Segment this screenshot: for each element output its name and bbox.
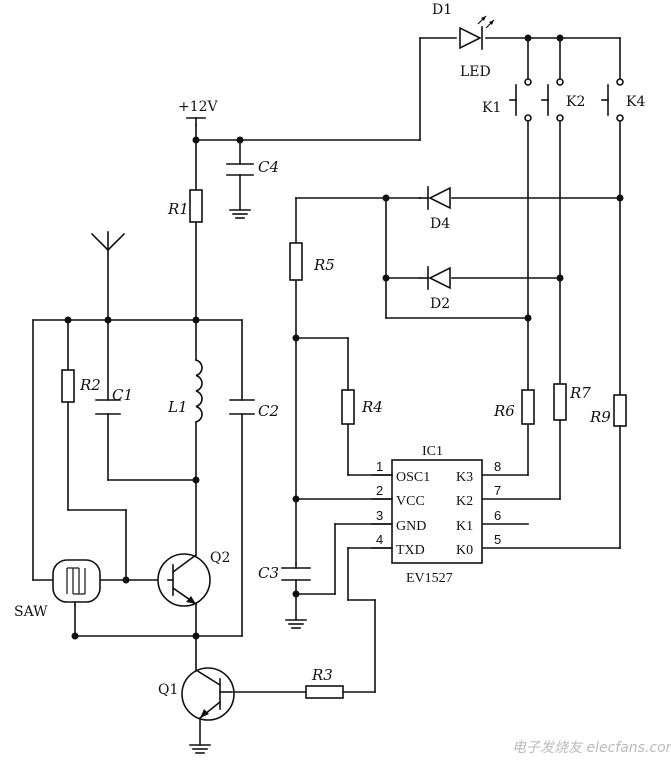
diode-d4 xyxy=(419,186,451,210)
label-c1: C1 xyxy=(112,386,133,404)
label-k1: K1 xyxy=(482,100,501,116)
resistor-r5 xyxy=(289,242,303,281)
capacitor-c2 xyxy=(229,399,255,415)
label-led: LED xyxy=(460,64,491,80)
resistor-r9 xyxy=(613,394,627,427)
label-r7: R7 xyxy=(569,384,591,402)
capacitor-c4 xyxy=(226,163,254,176)
pin-name-gnd: GND xyxy=(396,519,426,534)
antenna-symbol xyxy=(90,231,126,252)
label-q2: Q2 xyxy=(210,550,230,566)
led-d1 xyxy=(459,15,495,50)
label-r1: R1 xyxy=(167,200,189,218)
watermark: 电子发烧友 elecfans.com xyxy=(512,740,671,756)
pin-num-7: 7 xyxy=(494,483,501,498)
ic-name: IC1 xyxy=(422,444,443,459)
pin-num-3: 3 xyxy=(376,508,383,523)
label-r4: R4 xyxy=(361,398,383,416)
pin-name-k1: K1 xyxy=(456,519,473,534)
label-c3: C3 xyxy=(258,564,279,582)
resistor-r3 xyxy=(305,685,344,699)
ground-symbol-q1 xyxy=(189,744,211,754)
supply-label: +12V xyxy=(178,99,219,115)
pin-num-6: 6 xyxy=(494,508,501,523)
pin-num-5: 5 xyxy=(494,532,501,547)
inductor-l1 xyxy=(195,359,203,423)
pin-num-2: 2 xyxy=(376,483,383,498)
pin-num-8: 8 xyxy=(494,459,501,474)
label-r3: R3 xyxy=(311,666,333,684)
label-k4: K4 xyxy=(626,94,645,110)
ic-part: EV1527 xyxy=(406,571,453,586)
resistor-r4 xyxy=(341,389,355,425)
pin-name-k2: K2 xyxy=(456,494,473,509)
label-q1: Q1 xyxy=(158,682,178,698)
pin-name-k0: K0 xyxy=(456,543,473,558)
ground-symbol-c3 xyxy=(285,619,307,629)
diode-d2 xyxy=(419,266,451,290)
label-r6: R6 xyxy=(493,402,515,420)
labels: +12V D1 LED K1 K2 K4 C4 R1 R5 D4 D2 R2 C… xyxy=(14,2,671,756)
label-r5: R5 xyxy=(313,256,335,274)
label-d2: D2 xyxy=(430,296,450,312)
pin-name-txd: TXD xyxy=(396,543,425,558)
label-saw: SAW xyxy=(14,604,48,620)
pin-name-osc1: OSC1 xyxy=(396,470,430,485)
resistor-r7 xyxy=(553,383,567,421)
label-l1: L1 xyxy=(167,398,188,416)
label-k2: K2 xyxy=(566,94,585,110)
switch-k2 xyxy=(541,78,564,122)
label-d1: D1 xyxy=(432,2,452,18)
label-c4: C4 xyxy=(258,158,279,176)
switch-k4 xyxy=(601,78,624,122)
pin-num-4: 4 xyxy=(376,532,383,547)
label-r9: R9 xyxy=(589,408,611,426)
switch-k1 xyxy=(509,78,532,122)
resistor-r1 xyxy=(189,189,203,223)
resistor-r6 xyxy=(521,389,535,425)
ic-ev1527 xyxy=(371,459,483,564)
pin-num-1: 1 xyxy=(376,459,383,474)
label-d4: D4 xyxy=(430,216,450,232)
saw-resonator xyxy=(52,559,101,606)
pin-name-vcc: VCC xyxy=(396,494,425,509)
pin-name-k3: K3 xyxy=(456,470,473,485)
capacitor-c3 xyxy=(281,563,311,581)
label-c2: C2 xyxy=(258,402,279,420)
resistor-r2 xyxy=(61,369,75,403)
junction-dots xyxy=(64,34,624,640)
ground-symbol-c4 xyxy=(229,209,251,219)
transistor-q1 xyxy=(181,667,235,721)
label-r2: R2 xyxy=(79,376,101,394)
transistor-q2 xyxy=(157,553,211,607)
capacitor-c1 xyxy=(95,399,121,415)
